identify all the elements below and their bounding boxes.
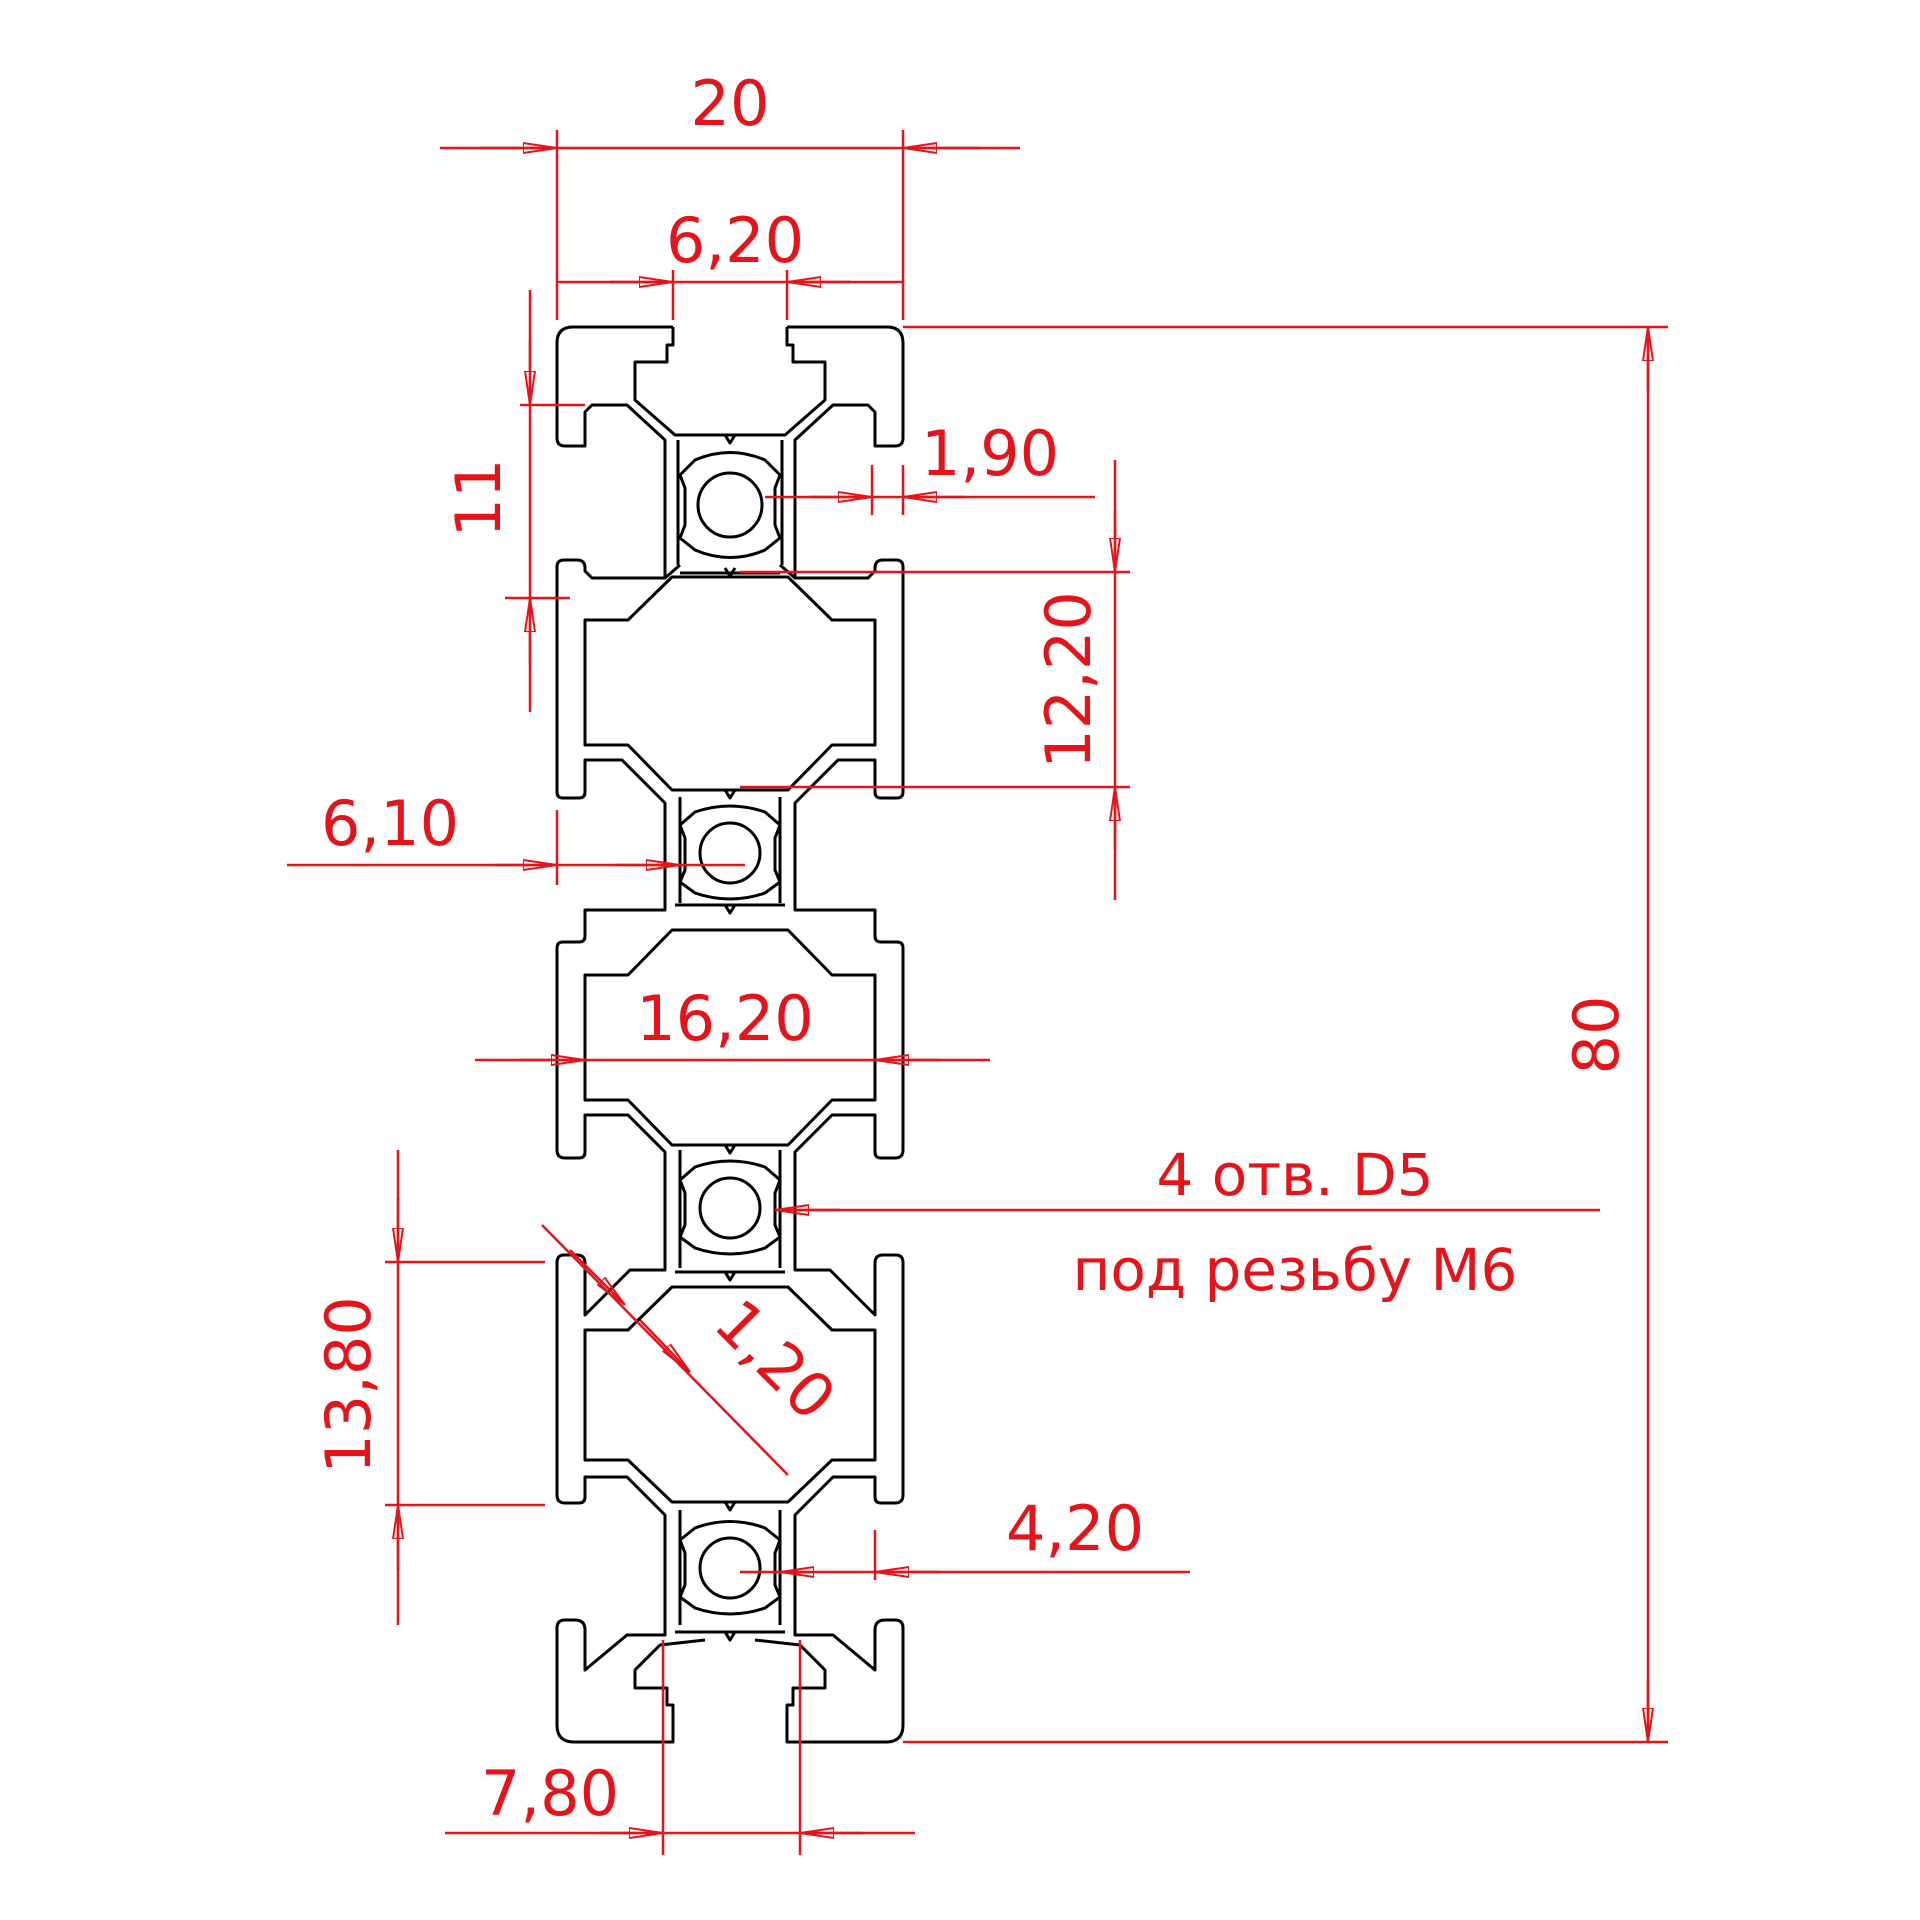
core-top <box>664 440 796 580</box>
hole-note-line2: под резьбу М6 <box>1073 1236 1518 1304</box>
aluminium-profile <box>555 325 905 1744</box>
dim-slot-width: 6,20 <box>666 204 804 277</box>
cavity-1 <box>583 575 877 792</box>
bore-2 <box>678 804 782 901</box>
bore-3 <box>678 1159 782 1256</box>
dim-total-width: 20 <box>691 67 770 140</box>
dim-inner-width: 16,20 <box>636 982 814 1055</box>
dim-total-height: 80 <box>1560 996 1633 1075</box>
dim-offset: 6,10 <box>321 787 459 860</box>
dim-rib: 4,20 <box>1006 1492 1144 1565</box>
dim-bottom-slot: 7,80 <box>481 1757 619 1830</box>
dimension-lines <box>287 130 1668 1855</box>
profile-outline-left <box>555 325 706 1744</box>
cavity-3 <box>583 1285 877 1504</box>
top-slot <box>633 327 827 437</box>
dim-slot-pitch: 12,20 <box>1032 591 1105 769</box>
notches <box>723 434 737 1642</box>
dim-slot-depth: 11 <box>442 459 515 538</box>
web-1 <box>675 797 785 907</box>
dim-cell-height: 13,80 <box>312 1296 385 1474</box>
profile-outline-right <box>754 325 905 1744</box>
hole-note-line1: 4 отв. D5 <box>1156 1141 1433 1209</box>
cavity-2 <box>583 928 877 1147</box>
dim-wall: 1,90 <box>921 417 1059 490</box>
dim-chamfer: 1,20 <box>701 1285 850 1434</box>
bore-4 <box>678 1520 782 1616</box>
bore-1 <box>678 451 782 559</box>
